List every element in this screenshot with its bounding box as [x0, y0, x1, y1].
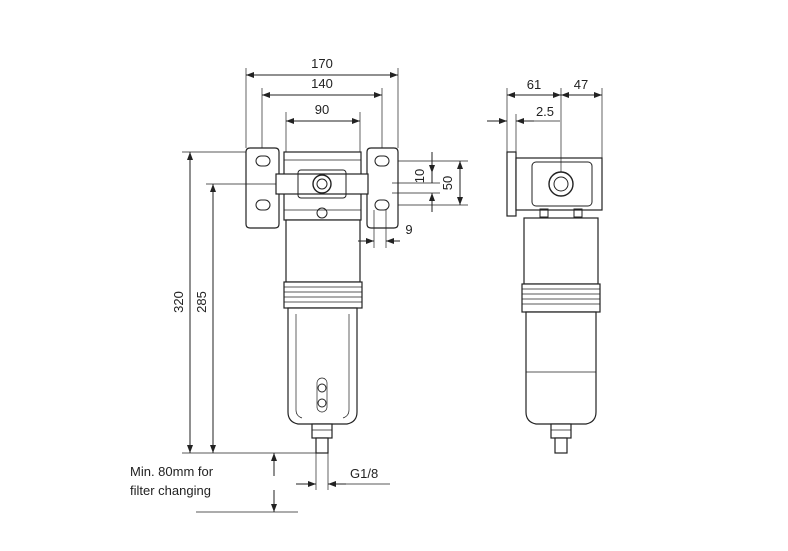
side-bracket-plate	[506, 151, 517, 217]
gauge-port	[312, 174, 332, 194]
dim-label-50: 50	[440, 176, 455, 190]
left-mounting-bracket	[245, 147, 280, 229]
drain-nozzle	[315, 437, 329, 454]
left-bracket-slot-top	[255, 155, 271, 167]
right-mounting-bracket	[366, 147, 399, 229]
front-dimensions: 170 140 90 50 10 9 320 285	[130, 56, 468, 513]
side-bowl-ring	[521, 283, 601, 313]
dim-label-10: 10	[412, 169, 427, 183]
dim-label-61: 61	[527, 77, 541, 92]
right-bracket-slot-bottom	[374, 199, 390, 211]
right-bracket-slot-top	[374, 155, 390, 167]
side-view	[506, 151, 603, 454]
note-line-2: filter changing	[130, 483, 211, 498]
dim-label-320: 320	[171, 291, 186, 313]
bowl-window-bottom	[317, 398, 327, 408]
dim-label-g18: G1/8	[350, 466, 378, 481]
front-view	[245, 147, 399, 454]
dim-label-170: 170	[311, 56, 333, 71]
filter-bowl	[287, 307, 358, 425]
side-dimensions: 61 47 2.5	[487, 77, 603, 172]
side-upper-body	[523, 217, 599, 285]
bowl-window-top	[317, 383, 327, 393]
dim-label-285: 285	[194, 291, 209, 313]
dim-label-47: 47	[574, 77, 588, 92]
drain-valve	[311, 423, 333, 439]
head-screw	[316, 207, 328, 219]
dim-label-9: 9	[405, 222, 412, 237]
side-filter-bowl	[525, 311, 597, 425]
left-bracket-slot-bottom	[255, 199, 271, 211]
side-drain-nozzle	[554, 437, 568, 454]
filter-upper-body	[285, 219, 361, 283]
side-filter-head	[515, 157, 603, 211]
dim-label-90: 90	[315, 102, 329, 117]
dim-label-140: 140	[311, 76, 333, 91]
side-drain-valve	[550, 423, 572, 439]
dim-label-2-5: 2.5	[536, 104, 554, 119]
note-line-1: Min. 80mm for	[130, 464, 214, 479]
bowl-ring	[283, 281, 363, 309]
inlet-outlet-port	[275, 173, 369, 195]
